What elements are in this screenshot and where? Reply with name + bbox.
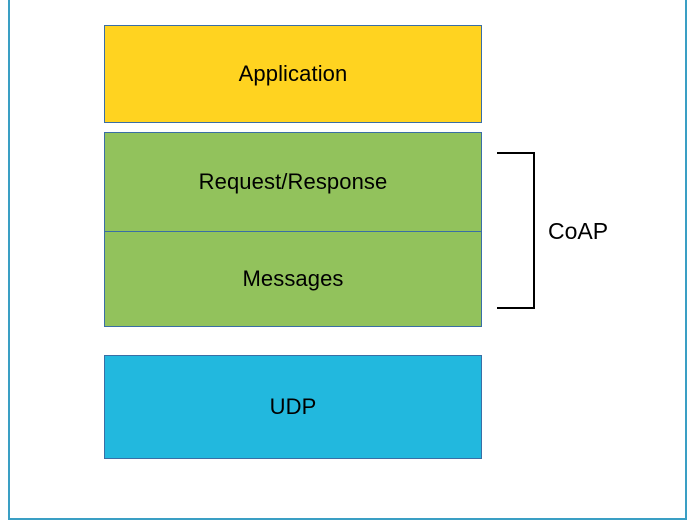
bracket-stem	[533, 152, 535, 309]
layer-box-request-response: Request/Response	[104, 132, 482, 232]
frame-right-border	[685, 0, 687, 520]
layer-box-udp: UDP	[104, 355, 482, 459]
frame-left-border	[8, 0, 10, 520]
bracket-top-arm	[497, 152, 535, 154]
layer-box-messages: Messages	[104, 231, 482, 327]
coap-group-bracket	[497, 152, 535, 309]
layer-box-application: Application	[104, 25, 482, 123]
layer-label-request-response: Request/Response	[198, 169, 388, 194]
bracket-bottom-arm	[497, 307, 535, 309]
layer-label-messages: Messages	[242, 266, 344, 291]
coap-group-label: CoAP	[548, 218, 609, 244]
layer-label-udp: UDP	[269, 394, 317, 419]
frame-bottom-border	[8, 518, 687, 520]
layer-label-application: Application	[238, 61, 348, 86]
